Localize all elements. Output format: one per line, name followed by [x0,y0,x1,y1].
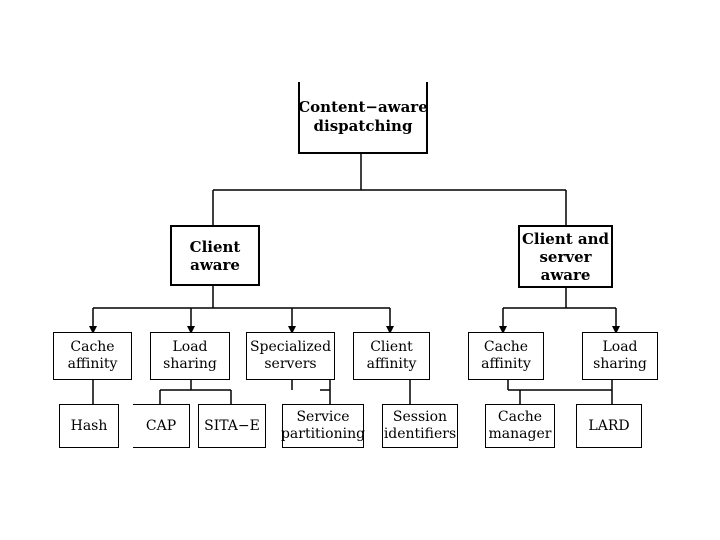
node-session-identifiers: Session identifiers [382,404,458,448]
node-hash: Hash [59,404,119,448]
node-label: Content−aware dispatching [298,98,428,135]
node-client-aware: Client aware [170,225,260,286]
node-label: Client affinity [366,339,417,372]
node-label: Client and server aware [521,229,610,284]
node-label: Cache manager [488,409,552,442]
node-cap: CAP [133,404,190,448]
node-client-affinity: Client affinity [353,332,430,380]
node-label: Hash [70,417,108,434]
node-label: Cache affinity [67,339,118,372]
node-label: Service partitioning [280,409,366,442]
node-label: Load sharing [593,339,647,372]
node-specialized-servers: Specialized servers [246,332,335,380]
node-client-and-server-aware: Client and server aware [518,225,613,288]
node-label: Cache affinity [481,339,531,372]
node-content-aware-dispatching: Content−aware dispatching [298,82,428,154]
node-load-sharing-client: Load sharing [150,332,230,380]
node-label: CAP [145,417,177,434]
node-label: Load sharing [163,339,217,372]
node-load-sharing-server: Load sharing [582,332,658,380]
node-label: SITA−E [204,417,260,434]
node-service-partitioning: Service partitioning [280,404,366,448]
node-cache-affinity-client: Cache affinity [53,332,132,380]
node-lard: LARD [576,404,642,448]
node-cache-manager: Cache manager [485,404,555,448]
node-label: Session identifiers [383,409,457,442]
node-sita-e: SITA−E [198,404,266,448]
node-label: Specialized servers [249,339,332,372]
node-cache-affinity-server: Cache affinity [468,332,544,380]
node-label: LARD [588,417,630,434]
node-label: Client aware [189,237,241,274]
